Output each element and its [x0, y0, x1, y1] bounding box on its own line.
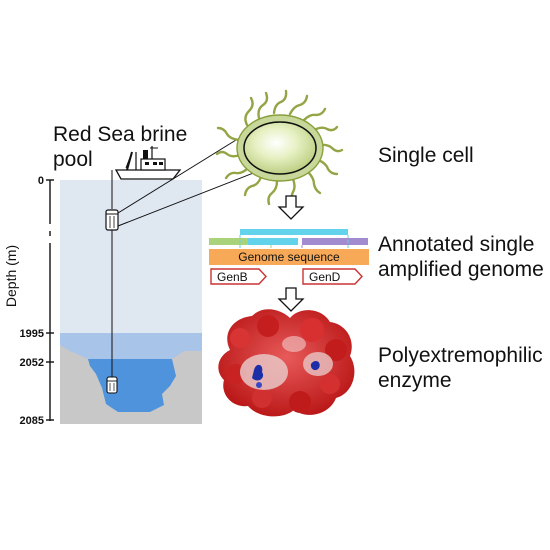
arrow-down-1-icon	[277, 195, 305, 220]
enzyme-label-line1: Polyextremophilic	[378, 344, 543, 367]
site-label-line1: Red Sea brine	[53, 123, 187, 146]
arrow-down-2-icon	[277, 287, 305, 312]
enzyme-structure-icon	[218, 309, 355, 417]
tick-label-2052: 2052	[20, 357, 44, 369]
brine-lower-layer	[88, 359, 176, 412]
enzyme-label-line2: enzyme	[378, 369, 452, 392]
bacterial-cell-icon	[215, 89, 344, 206]
zoom-line-lower	[117, 171, 257, 227]
annotated-genome-label-line1: Annotated single	[378, 233, 534, 256]
depth-axis-title: Depth (m)	[3, 245, 19, 307]
annotated-genome-label-line2: amplified genome	[378, 258, 544, 281]
read-cyan	[240, 229, 348, 235]
tick-label-0: 0	[38, 175, 44, 187]
zoom-line-upper	[117, 139, 237, 214]
genome-sequence-label: Genome sequence	[238, 250, 340, 264]
read-cyan-short	[248, 238, 298, 245]
water-sampler-icon	[105, 209, 119, 231]
brine-upper-layer	[60, 333, 202, 359]
tick-label-1995: 1995	[20, 328, 44, 340]
genome-sequence-bar	[209, 249, 369, 265]
water-body	[60, 180, 202, 333]
gene-d-arrow	[302, 268, 363, 285]
gene-b-label: GenB	[217, 270, 248, 284]
gene-d-label: GenD	[309, 270, 341, 284]
single-cell-label: Single cell	[378, 144, 474, 167]
water-column	[60, 180, 202, 424]
ship-icon	[114, 146, 182, 180]
gene-b-arrow	[210, 268, 267, 285]
brine-sampler-icon	[106, 376, 118, 394]
depth-axis: 0 1995 2052 2085 Depth (m)	[3, 175, 54, 427]
read-purple	[302, 238, 368, 245]
site-label-line2: pool	[53, 148, 93, 171]
genome-assembly: Genome sequence GenB GenD	[209, 229, 369, 285]
tick-label-2085: 2085	[20, 415, 44, 427]
